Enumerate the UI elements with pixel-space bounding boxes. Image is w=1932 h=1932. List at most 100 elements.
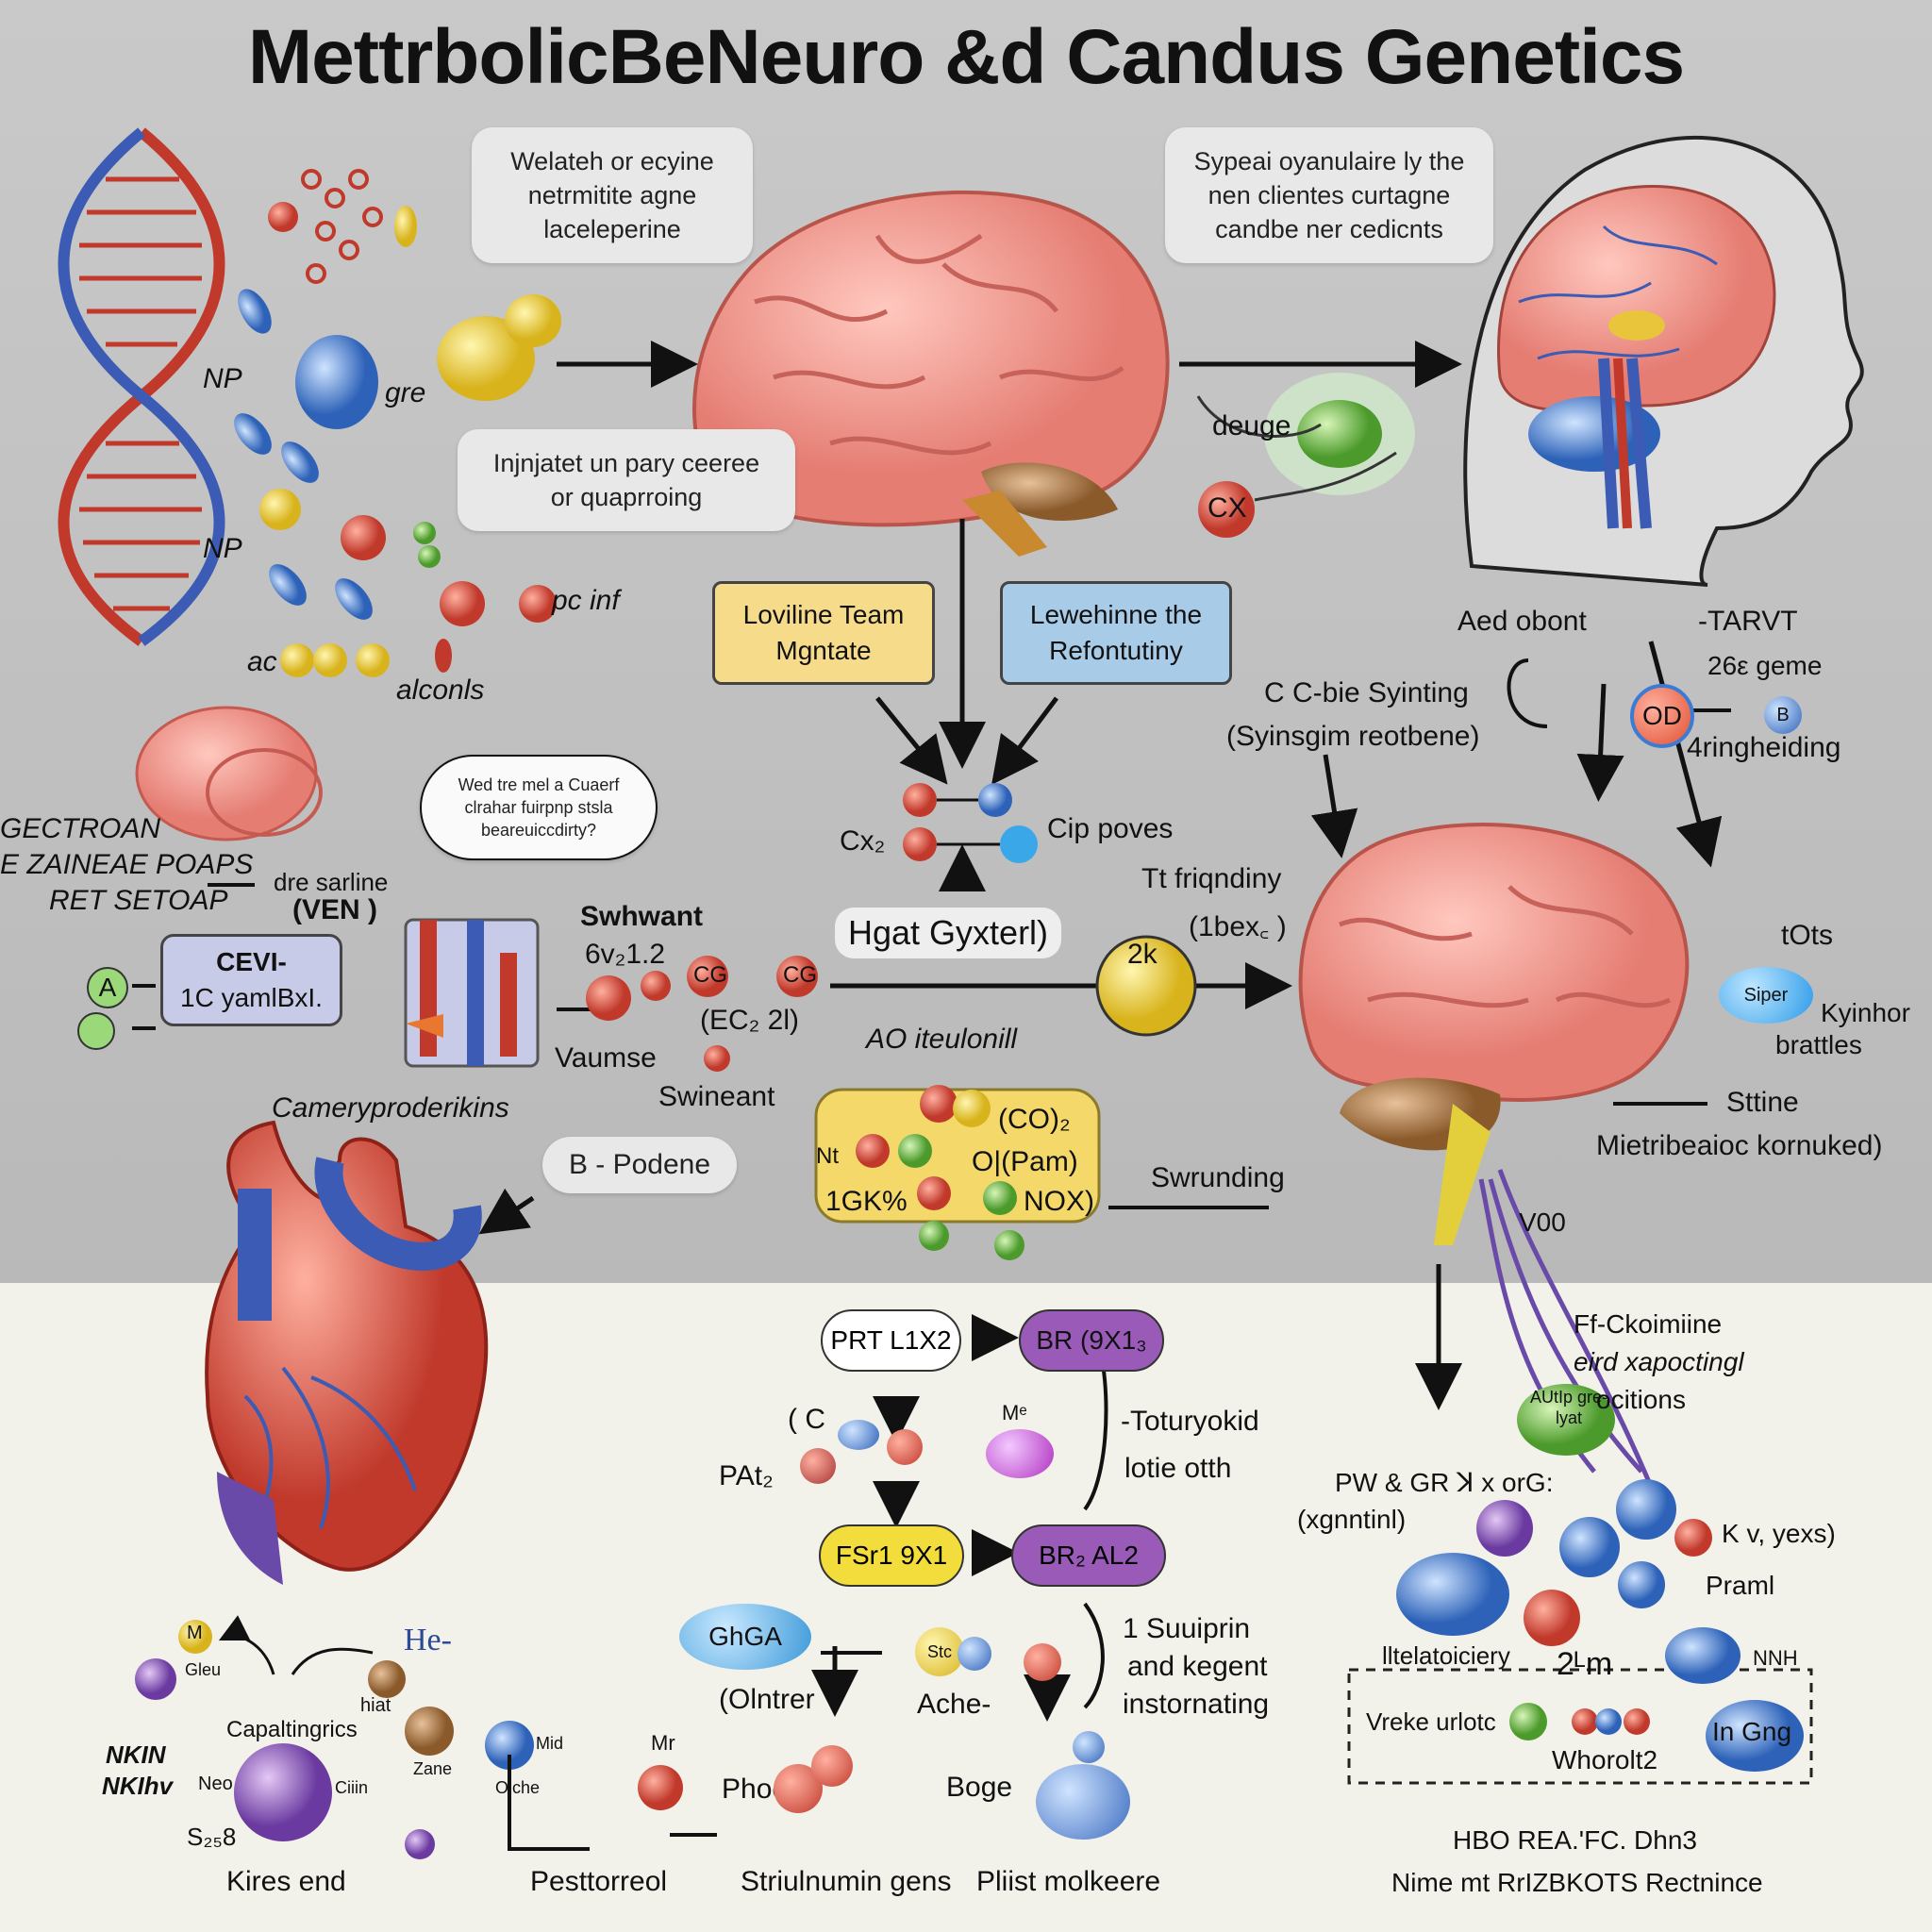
label-nime: Nime mt RrIZBKOTS Rectnince <box>1391 1868 1763 1897</box>
brain-icon-top <box>692 190 1170 557</box>
node-phoe-2 <box>811 1745 853 1787</box>
label-mid: Mid <box>536 1734 564 1753</box>
label-brattles: brattles <box>1775 1030 1862 1059</box>
green-organelle-icon <box>1196 373 1415 538</box>
node-blue-small <box>958 1637 991 1671</box>
label-m-small: Mᵉ <box>1002 1401 1027 1424</box>
label-hbo: HBO REA.'FC. Dhn3 <box>1453 1825 1697 1855</box>
label-hgat: Hgat Gyxterl) <box>835 908 1062 958</box>
dashed-box <box>1347 1668 1813 1785</box>
label-tgk: 1GK% <box>825 1186 908 1217</box>
label-praml: Praml <box>1706 1571 1775 1600</box>
small-molecules-bottom-left <box>135 1615 683 1859</box>
flow-arrows <box>478 341 1723 1722</box>
label-cev: CEVI- <box>216 947 287 976</box>
label-iltelatoiciery: lltelatoiciery <box>1382 1641 1510 1670</box>
label-ache: Ache- <box>917 1689 991 1720</box>
label-ff: Ff-Ckoimiine <box>1574 1309 1723 1339</box>
label-deuge: deuge <box>1212 410 1291 441</box>
label-cg-1: CG <box>693 962 727 988</box>
label-metrib: Mietribeaioc kornuked) <box>1596 1130 1883 1161</box>
label-nnh: NNH <box>1753 1646 1798 1670</box>
label-eird: eird xapoctingl <box>1574 1347 1744 1376</box>
label-tt-friggdny: Tt friqndiny <box>1141 863 1282 894</box>
label-pw: PW & GR ꓘ x orG: <box>1335 1468 1554 1497</box>
label-cg-2: CG <box>783 962 817 988</box>
page-title: MettrbolicBeNeuro &d Candus Genetics <box>247 14 1685 100</box>
label-ret: RET SETOAP <box>49 885 228 916</box>
bubble-mid-left: Injnjatet un pary ceeree or quaprroing <box>458 429 795 531</box>
node-br-1: BR (9X1₃ <box>1019 1309 1164 1372</box>
label-tots: tOts <box>1781 920 1834 951</box>
box-yellow: Loviline Team Mgntate <box>712 581 935 685</box>
label-zane: Zane <box>413 1759 453 1778</box>
label-toturyokid: -Toturyokid <box>1121 1406 1259 1437</box>
label-s8: S₂₅8 <box>187 1823 237 1851</box>
bubble-top-right: Sypeai oyanulaire ly the nen clientes cu… <box>1165 127 1493 263</box>
node-b: B <box>1764 696 1802 734</box>
node-green-small <box>77 1012 115 1050</box>
label-ec: (EC₂ 2l) <box>700 1005 799 1036</box>
label-and-kegent: and kegent <box>1127 1651 1268 1682</box>
label-zaine: E ZAINEAE POAPS <box>0 849 254 880</box>
label-2k: 2k <box>1127 939 1158 970</box>
label-suuiprin: 1 Suuiprin <box>1123 1613 1251 1644</box>
node-red-x <box>887 1429 923 1465</box>
2k-node <box>1095 935 1197 1037</box>
right-bottom-molecules <box>1396 1384 1804 1772</box>
label-ciiin: Ciiin <box>335 1778 369 1797</box>
label-kires: Kires end <box>226 1866 346 1897</box>
label-ao: AO iteulonill <box>866 1024 1018 1055</box>
bubble-left-round: Wed tre mel a Cuaerf clrahar fuirpnp sts… <box>420 755 658 860</box>
swhwant-chain <box>586 956 818 1072</box>
brain-icon-right <box>1298 823 1690 1510</box>
molecule-cluster-icon <box>234 169 561 677</box>
label-gleu: Gleu <box>185 1660 222 1679</box>
label-hiat: hiat <box>360 1695 391 1716</box>
label-lotie: lotie otth <box>1124 1453 1232 1484</box>
label-cc-bie: C C-bie Syinting <box>1264 677 1469 708</box>
label-tc: 1C yamlBxI. <box>180 983 323 1012</box>
label-gene: 26ε geme <box>1707 651 1823 680</box>
label-ringheiding: 4ringheiding <box>1687 732 1841 763</box>
label-np-2: NP <box>203 533 242 564</box>
label-formula: 6v₂1.2 <box>585 939 666 970</box>
node-s: Stc <box>915 1627 964 1676</box>
label-cip-poves: Cip poves <box>1047 813 1174 844</box>
label-pam: O|(Pam) <box>972 1146 1078 1177</box>
label-xgnntinl: (xgnntinl) <box>1297 1505 1407 1534</box>
box-blue: Lewehinne the Refontutiny <box>1000 581 1232 685</box>
label-in-gng: In Gng <box>1712 1717 1792 1746</box>
node-pat <box>800 1448 836 1484</box>
label-np-1: NP <box>203 363 242 394</box>
label-pliist: Pliist molkeere <box>976 1866 1161 1897</box>
bubble-top-left: Welateh or ecyine netrmitite agne lacele… <box>472 127 753 263</box>
label-synsim: (Syinsgim reotbene) <box>1226 721 1480 752</box>
label-nkin-1: NKIN <box>106 1740 166 1769</box>
label-mr: Mr <box>651 1731 675 1755</box>
label-v00: V00 <box>1519 1208 1566 1237</box>
box-cev: CEVI- 1C yamlBxI. <box>160 934 342 1026</box>
label-pestorreol: Pesttorreol <box>530 1866 668 1897</box>
node-prt: PRT L1X2 <box>821 1309 961 1372</box>
label-cx2: Cx₂ <box>840 825 886 857</box>
head-profile-icon <box>1463 135 1864 587</box>
label-co2: (CO)₂ <box>998 1104 1071 1135</box>
node-boge-top <box>1073 1731 1105 1763</box>
label-ocitions: ocitions <box>1596 1385 1686 1414</box>
label-nox: NOX) <box>1024 1186 1094 1217</box>
label-tarvt: -TARVT <box>1698 606 1798 637</box>
label-capal: Capaltingrics <box>226 1717 358 1742</box>
pathway-diagram-block <box>404 918 540 1068</box>
label-alcohols: alconls <box>396 675 485 706</box>
label-boge: Boge <box>946 1772 1013 1803</box>
label-aed-obont: Aed obont <box>1457 606 1587 637</box>
node-br-2: BR₂ AL2 <box>1011 1524 1166 1587</box>
label-whorott: Whorolt2 <box>1552 1745 1658 1774</box>
label-2m: 2ᴸm <box>1557 1646 1613 1682</box>
label-he: He- <box>404 1623 452 1657</box>
label-olntrer: (Olntrer <box>719 1684 815 1715</box>
node-fsr: FSr1 9X1 <box>819 1524 964 1587</box>
cx2-node-row <box>903 783 1038 863</box>
